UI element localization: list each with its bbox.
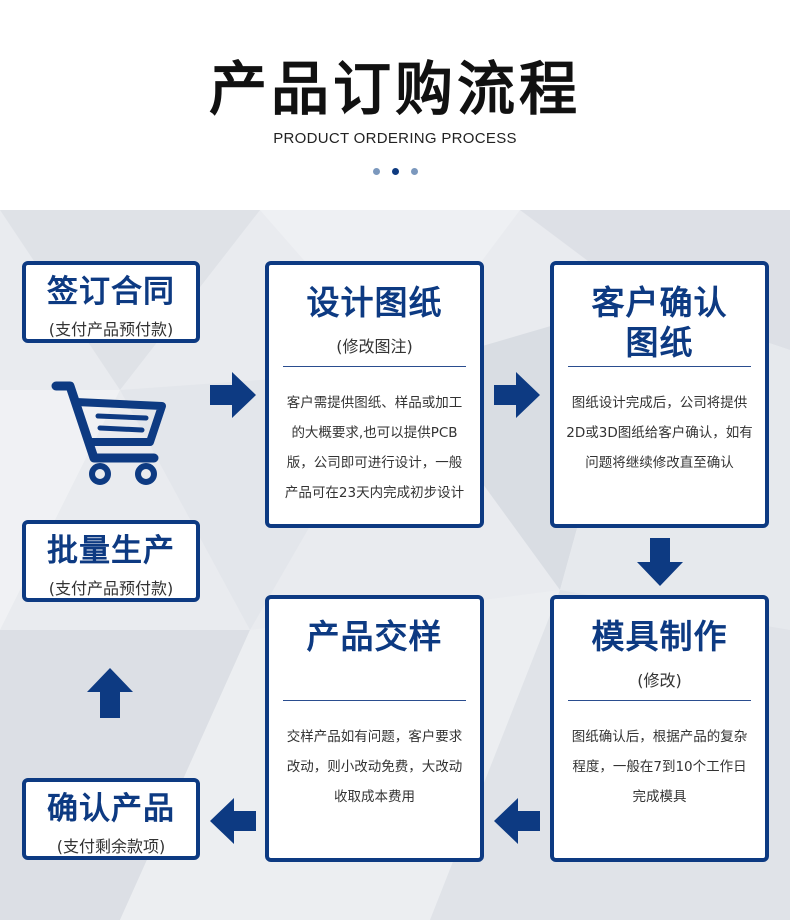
divider (283, 366, 466, 367)
description-line: 产品可在23天内完成初步设计 (284, 485, 465, 501)
page-subtitle: PRODUCT ORDERING PROCESS (273, 130, 517, 147)
description-line: 完成模具 (632, 789, 687, 805)
mass-production-title: 批量生产 (47, 533, 175, 569)
arrow-left-icon (494, 798, 540, 844)
sign-contract-note: (支付产品预付款) (48, 320, 174, 339)
pagination-dots (0, 160, 790, 179)
page-header: 产品订购流程 PRODUCT ORDERING PROCESS (0, 0, 790, 210)
divider (283, 700, 466, 701)
process-flow-area: 签订合同 (支付产品预付款) 批量生产 (支付产品预付款) 确认产品 (支付剩余… (0, 210, 790, 920)
step-design-drawing: 设计图纸 (修改图注) 客户需提供图纸、样品或加工 的大概要求,也可以提供PCB… (265, 261, 484, 528)
step-sample-description: 交样产品如有问题，客户要求 改动，则小改动免费，大改动 收取成本费用 (279, 722, 470, 812)
description-line: 收取成本费用 (334, 789, 415, 805)
step-customer-confirm: 客户确认 图纸 图纸设计完成后，公司将提供 2D或3D图纸给客户确认，如有 问题… (550, 261, 769, 528)
description-line: 2D或3D图纸给客户确认，如有 (566, 425, 753, 441)
step-mold-description: 图纸确认后，根据产品的复杂 程度，一般在7到10个工作日 完成模具 (564, 722, 755, 812)
confirm-product-title: 确认产品 (47, 791, 175, 827)
dot (410, 168, 418, 175)
step-customer-description: 图纸设计完成后，公司将提供 2D或3D图纸给客户确认，如有 问题将继续修改直至确… (564, 388, 755, 478)
arrow-right-icon (210, 372, 256, 418)
confirm-product-note: (支付剩余款项) (56, 837, 166, 856)
description-line: 的大概要求,也可以提供PCB (291, 425, 458, 441)
shopping-cart-icon (51, 381, 166, 485)
divider (568, 366, 751, 367)
step-design-description: 客户需提供图纸、样品或加工 的大概要求,也可以提供PCB 版，公司即可进行设计，… (279, 388, 470, 508)
dot-active (391, 168, 399, 175)
sign-contract-title: 签订合同 (47, 274, 175, 310)
arrow-left-icon (210, 798, 256, 844)
divider (568, 700, 751, 701)
description-line: 图纸设计完成后，公司将提供 (571, 395, 748, 411)
sign-contract-box: 签订合同 (支付产品预付款) (22, 261, 200, 343)
description-line: 问题将继续修改直至确认 (585, 455, 734, 471)
step-mold-making: 模具制作 (修改) 图纸确认后，根据产品的复杂 程度，一般在7到10个工作日 完… (550, 595, 769, 862)
description-line: 版，公司即可进行设计，一般 (286, 455, 463, 471)
mass-production-note: (支付产品预付款) (48, 579, 174, 598)
step-mold-title: 模具制作 (591, 617, 728, 656)
step-customer-title-line2: 图纸 (625, 323, 694, 362)
confirm-product-box: 确认产品 (支付剩余款项) (22, 778, 200, 860)
description-line: 图纸确认后，根据产品的复杂 (571, 729, 748, 745)
description-line: 改动，则小改动免费，大改动 (286, 759, 463, 775)
page-title: 产品订购流程 (208, 55, 581, 123)
step-mold-note: (修改) (637, 671, 682, 690)
dot (372, 168, 380, 175)
step-customer-title-line1: 客户确认 (591, 283, 728, 322)
step-product-sample: 产品交样 交样产品如有问题，客户要求 改动，则小改动免费，大改动 收取成本费用 (265, 595, 484, 862)
arrow-down-icon (637, 538, 683, 586)
mass-production-box: 批量生产 (支付产品预付款) (22, 520, 200, 602)
step-sample-title: 产品交样 (306, 617, 443, 656)
arrow-up-icon (87, 668, 133, 718)
description-line: 程度，一般在7到10个工作日 (572, 759, 747, 775)
description-line: 交样产品如有问题，客户要求 (286, 729, 463, 745)
description-line: 客户需提供图纸、样品或加工 (286, 395, 463, 411)
arrow-right-icon (494, 372, 540, 418)
step-design-note: (修改图注) (336, 337, 413, 356)
step-design-title: 设计图纸 (306, 283, 443, 322)
